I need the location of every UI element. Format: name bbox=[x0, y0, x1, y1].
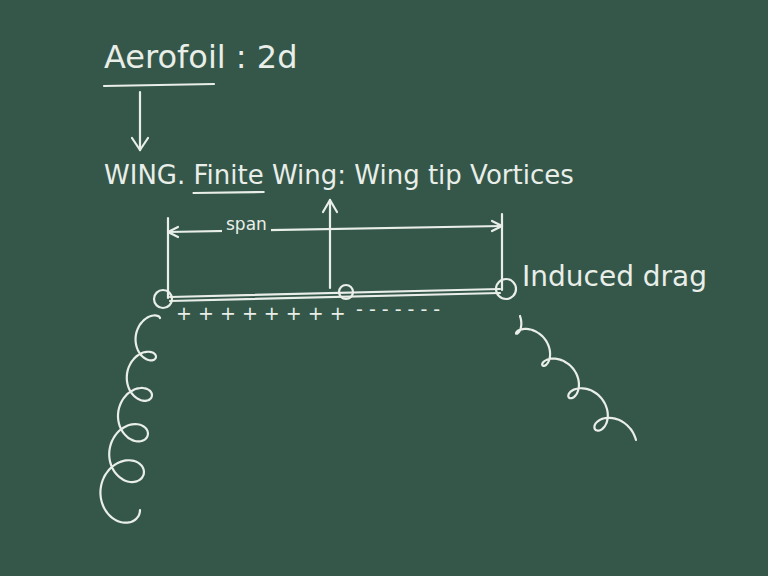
wing-tip-vortex bbox=[100, 315, 160, 522]
lift-arrow-head bbox=[330, 200, 337, 212]
underline bbox=[104, 84, 214, 86]
pressure-signs: - - - - - - - bbox=[356, 298, 440, 321]
down-arrow-head bbox=[132, 138, 140, 150]
span-label: span bbox=[222, 214, 271, 234]
down-arrow bbox=[139, 92, 141, 150]
span-tick bbox=[492, 226, 502, 231]
span-tick bbox=[168, 232, 178, 237]
vortex-circle bbox=[154, 290, 172, 308]
pressure-signs: + + + + + + + + bbox=[176, 302, 346, 325]
wing-tip-vortex bbox=[516, 316, 636, 440]
drag-label: Induced drag bbox=[522, 260, 707, 294]
lift-arrow bbox=[329, 200, 331, 288]
extension-line bbox=[167, 218, 169, 298]
span-tick bbox=[168, 227, 178, 232]
down-arrow-head bbox=[140, 138, 148, 150]
heading: Aerofoil : 2d bbox=[104, 38, 297, 76]
chalk-strokes bbox=[100, 84, 636, 523]
underline bbox=[194, 192, 264, 193]
lift-arrow-head bbox=[323, 200, 330, 212]
wing-edge bbox=[170, 293, 500, 301]
wing-note: WING. Finite Wing: Wing tip Vortices bbox=[104, 160, 574, 191]
span-tick bbox=[492, 221, 502, 226]
vortex-circle bbox=[496, 279, 516, 299]
vortex-circle bbox=[339, 285, 353, 299]
wing-edge bbox=[170, 289, 500, 297]
span-line bbox=[168, 226, 502, 232]
